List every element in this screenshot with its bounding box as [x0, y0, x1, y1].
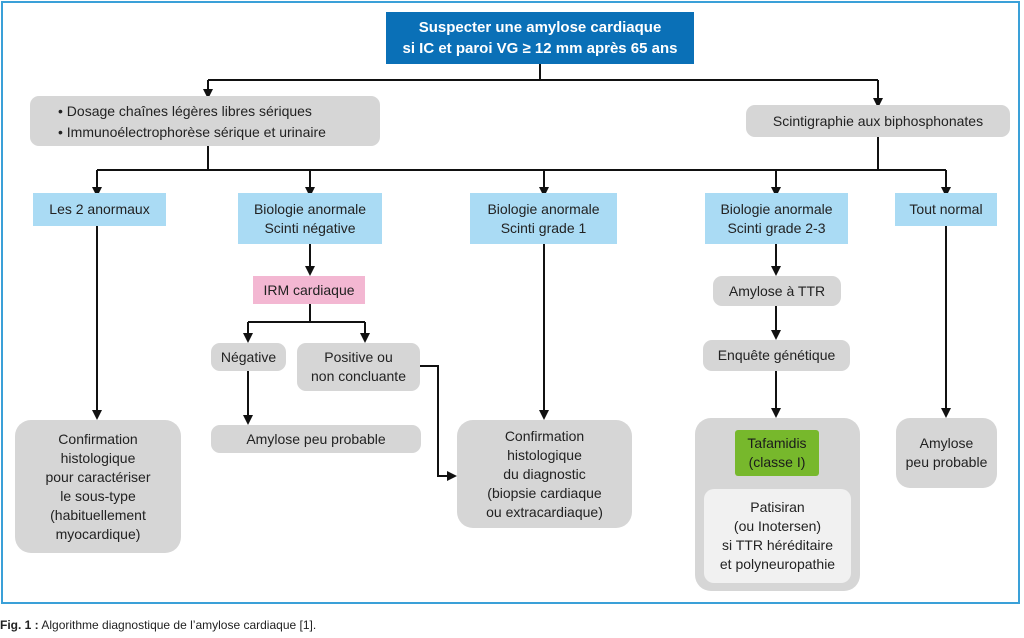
- histology-diagnosis-box: Confirmation histologique du diagnostic …: [457, 420, 632, 528]
- figure-caption: Fig. 1 : Algorithme diagnostique de l’am…: [0, 618, 316, 632]
- irm-box: IRM cardiaque: [253, 276, 365, 304]
- tafamidis-box: Tafamidis (classe I): [735, 430, 819, 476]
- negative-box: Négative: [211, 343, 286, 371]
- category-scinti-grade1: Biologie anormale Scinti grade 1: [470, 193, 617, 244]
- category-scinti-grade23: Biologie anormale Scinti grade 2-3: [705, 193, 848, 244]
- category-all-normal: Tout normal: [895, 193, 997, 226]
- unlikely-amyloidosis-box-2: Amylose peu probable: [896, 418, 997, 488]
- lab-test-item: • Immunoélectrophorèse sérique et urinai…: [58, 124, 326, 140]
- genetic-survey-box: Enquête génétique: [703, 340, 850, 371]
- category-both-abnormal: Les 2 anormaux: [33, 193, 166, 226]
- caption-label: Fig. 1 :: [0, 618, 39, 632]
- category-scinti-negative: Biologie anormale Scinti négative: [238, 193, 382, 244]
- title-box: Suspecter une amylose cardiaque si IC et…: [386, 12, 694, 64]
- caption-text: Algorithme diagnostique de l’amylose car…: [38, 618, 317, 632]
- positive-box: Positive ou non concluante: [297, 343, 420, 391]
- lab-tests-box: • Dosage chaînes légères libres sériques…: [30, 96, 380, 146]
- diagram-frame: [1, 1, 1020, 604]
- scintigraphy-box: Scintigraphie aux biphosphonates: [746, 105, 1010, 137]
- patisiran-box: Patisiran (ou Inotersen) si TTR hérédita…: [704, 489, 851, 583]
- histology-subtype-box: Confirmation histologique pour caractéri…: [15, 420, 181, 553]
- unlikely-amyloidosis-box: Amylose peu probable: [211, 425, 421, 453]
- ttr-amyloidosis-box: Amylose à TTR: [713, 276, 841, 306]
- arrow: [420, 365, 457, 481]
- lab-test-item: • Dosage chaînes légères libres sériques: [58, 103, 312, 119]
